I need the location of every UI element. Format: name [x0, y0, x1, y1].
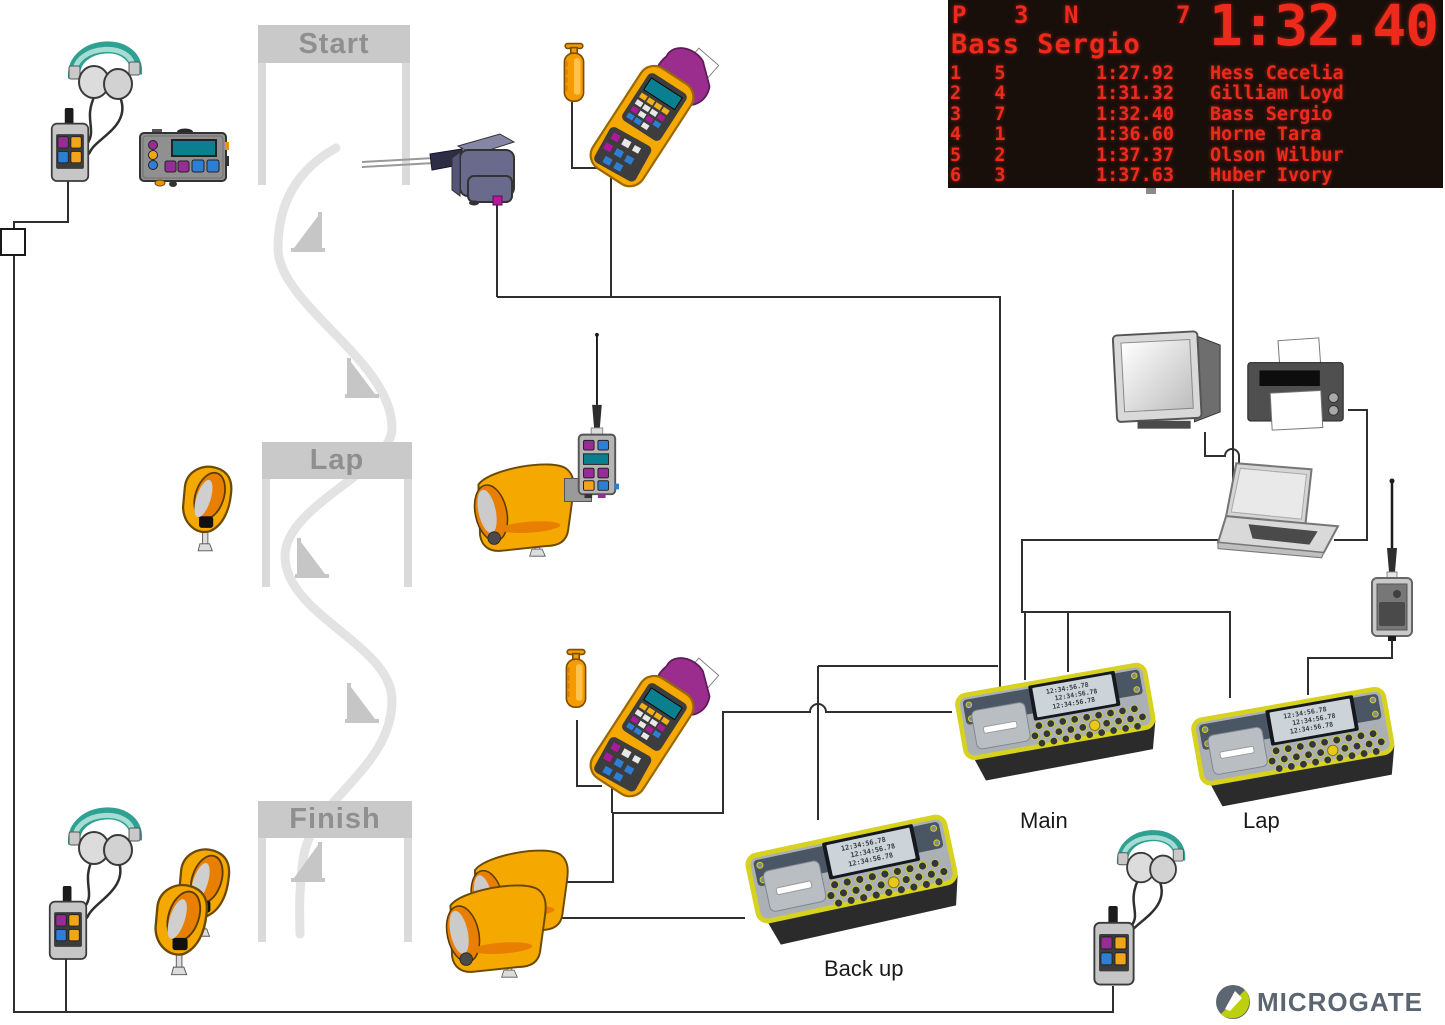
console-keypad [1267, 729, 1386, 773]
cables [13, 94, 1393, 1013]
stopwatch-printer-icon [589, 47, 720, 188]
result-time: 1:37.37 [1096, 144, 1174, 166]
hand-switch-icon [565, 648, 587, 708]
board-result-row: 5 2 1:37.37 Olson Wilbur [948, 144, 1443, 166]
junction-box [0, 228, 26, 256]
hand-switch-cable-top [571, 102, 600, 169]
result-bib: 5 [994, 63, 1006, 84]
board-result-row: 4 1 1:36.60 Horne Tara [948, 124, 1443, 146]
photocell-reflector-icon [154, 883, 209, 976]
board-result-row: 2 4 1:31.32 Gilliam Loyd [948, 83, 1443, 105]
result-name: Horne Tara [1210, 124, 1322, 146]
start-banner-leg [258, 63, 266, 185]
monitor-icon [1111, 330, 1221, 429]
finish-banner-leg [404, 838, 412, 942]
slalom-gate-icon [291, 842, 325, 882]
lap-banner: Lap [262, 442, 412, 479]
radio-transmitter-icon [577, 332, 620, 498]
slalom-gate-icon [345, 358, 379, 398]
result-time: 1:27.92 [1096, 63, 1174, 84]
microgate-logo: MICROGATE [1216, 985, 1422, 1019]
slalom-gate-icon [291, 212, 325, 252]
headset-icon [1116, 830, 1186, 885]
board-result-row: 6 3 1:37.63 Huber Ivory [948, 164, 1443, 186]
hand-switch-icon [563, 42, 585, 102]
result-time: 1:32.40 [1096, 103, 1174, 125]
printer-icon [1247, 337, 1344, 431]
stopwatch-printer-icon [589, 657, 720, 798]
slalom-gate-icons [291, 212, 379, 882]
lap-timer-console: 12:34:56.78 12:34:56.78 12:34:56.78 [1191, 686, 1395, 807]
board-mount [1146, 188, 1156, 194]
board-num-value: 7 [1176, 1, 1191, 29]
headset-icon [68, 41, 142, 100]
finish-banner-leg [258, 838, 266, 942]
result-name: Hess Cecelia [1210, 63, 1344, 84]
start-to-main-cable [497, 296, 1001, 698]
lap-banner-leg [404, 479, 412, 587]
result-time: 1:31.32 [1096, 83, 1174, 105]
intercom-icon [50, 108, 90, 182]
photocell-icon [445, 884, 547, 978]
start-banner-leg [402, 63, 410, 185]
lap-console-label: Lap [1243, 808, 1280, 833]
result-name: Huber Ivory [1210, 164, 1333, 186]
board-result-row: 3 7 1:32.40 Bass Sergio [948, 103, 1443, 125]
result-rank: 5 [950, 144, 962, 166]
result-rank: 3 [950, 103, 962, 125]
radio-receiver-icon [1371, 478, 1413, 641]
console-keypad [1030, 704, 1147, 748]
main-timer-console: 12:34:56.78 12:34:56.78 12:34:56.78 [955, 662, 1156, 781]
microgate-logo-text: MICROGATE [1257, 987, 1423, 1017]
photocell-reflector-icon [181, 465, 233, 552]
monitor-cable [1204, 432, 1240, 470]
result-bib: 1 [994, 124, 1006, 146]
finish-banner: Finish [258, 801, 412, 838]
headset-icon [68, 807, 142, 866]
board-running-time: 1:32.40 [1208, 0, 1439, 59]
main-console-label: Main [1020, 808, 1068, 833]
intercom-loop-cable [13, 180, 1114, 1013]
intercom-icon [48, 886, 88, 960]
result-name: Bass Sergio [1210, 103, 1333, 125]
result-bib: 2 [994, 144, 1006, 166]
start-wand-icon [361, 133, 516, 206]
slalom-gate-icon [295, 538, 329, 578]
board-athlete-name: Bass Sergio [951, 29, 1141, 60]
intercom-icon [1093, 906, 1135, 986]
microgate-logo-icon [1216, 985, 1250, 1019]
laptop-to-consoles-cable [1021, 539, 1236, 698]
radio-to-lap-cable [1307, 640, 1393, 695]
result-name: Gilliam Loyd [1210, 83, 1344, 105]
printer-cable [1334, 409, 1368, 541]
result-bib: 3 [994, 164, 1006, 186]
board-result-row: 1 5 1:27.92 Hess Cecelia [948, 63, 1443, 84]
console-keypad [826, 859, 949, 908]
result-name: Olson Wilbur [1210, 144, 1344, 166]
board-result-list: 1 5 1:27.92 Hess Cecelia 2 4 1:31.32 Gilliam L… [948, 63, 1443, 186]
result-rank: 2 [950, 83, 962, 105]
board-pos-label: P [952, 1, 967, 29]
result-rank: 4 [950, 124, 962, 146]
slalom-gate-icon [345, 683, 379, 723]
photocell-icon [473, 463, 575, 557]
laptop-icon [1216, 462, 1340, 559]
backup-console-label: Back up [824, 956, 904, 981]
board-pos-value: 3 [1014, 1, 1029, 29]
result-rank: 6 [950, 164, 962, 186]
result-bib: 7 [994, 103, 1006, 125]
result-time: 1:37.63 [1096, 164, 1174, 186]
board-num-label: N [1064, 1, 1079, 29]
led-display-board: P 3 N 7 1:32.40 Bass Sergio 1 5 1:27.92 Hes… [948, 0, 1443, 188]
backup-timer-console: 12:34:56.78 12:34:56.78 12:34:56.78 [745, 814, 958, 945]
result-bib: 4 [994, 83, 1006, 105]
amplifier-icon [139, 128, 229, 187]
result-time: 1:36.60 [1096, 124, 1174, 146]
start-banner: Start [258, 25, 410, 63]
result-rank: 1 [950, 63, 962, 84]
hand-switch-cable-mid [576, 720, 602, 787]
lap-banner-leg [262, 479, 270, 587]
